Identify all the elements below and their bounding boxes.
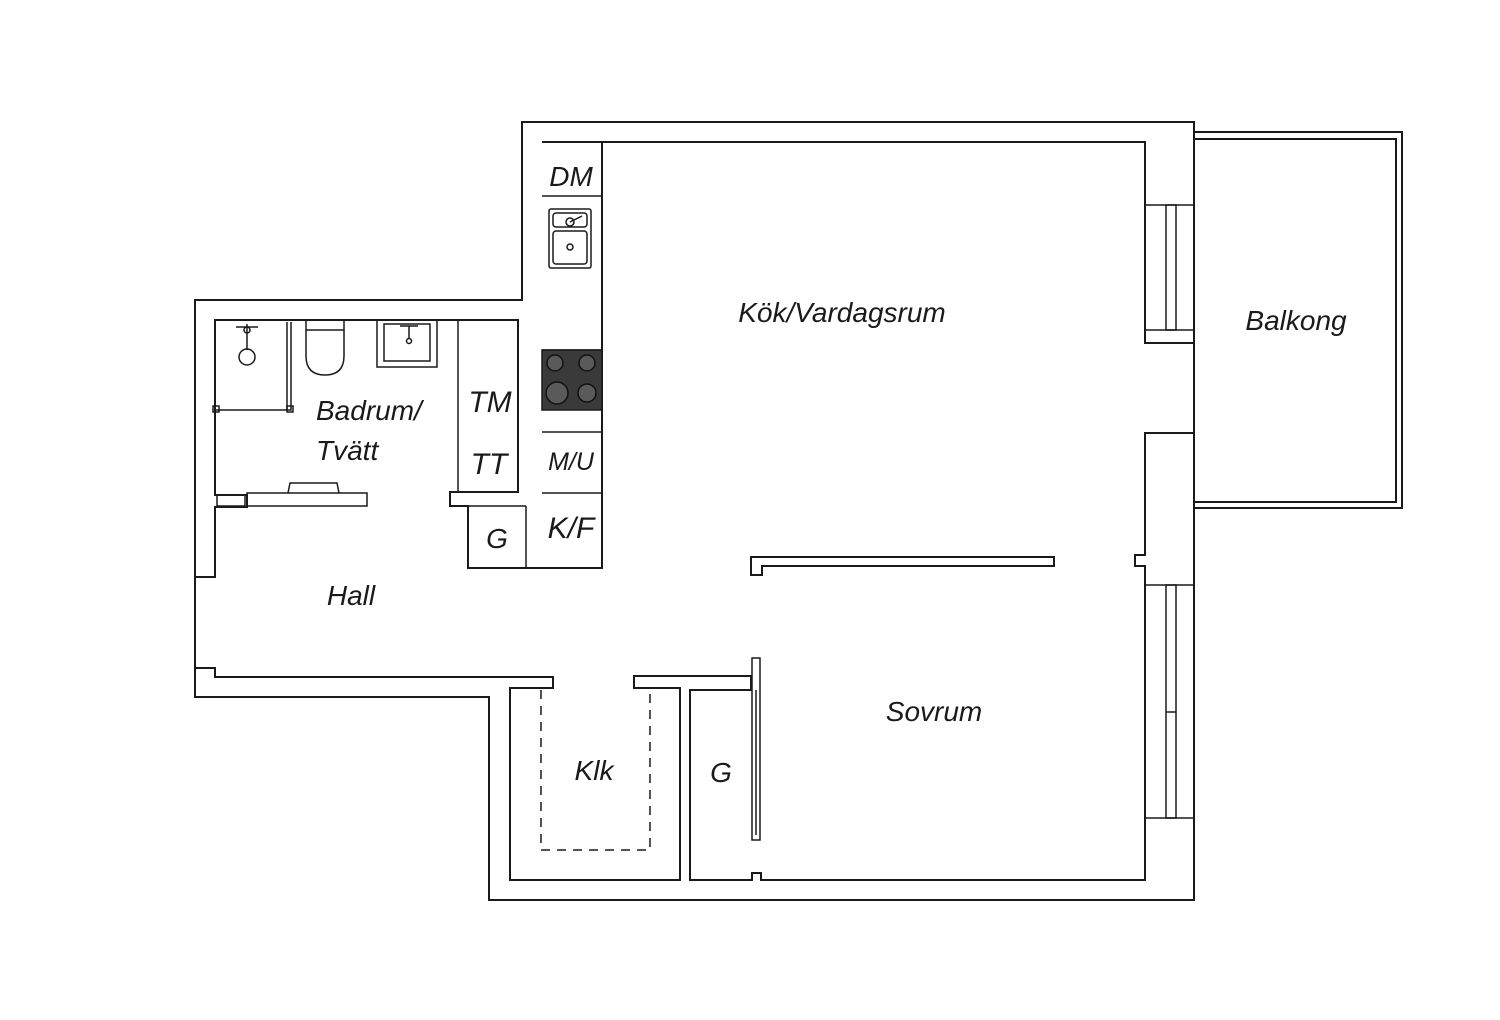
kitchen-sink-icon xyxy=(548,208,592,269)
bedroom-wardrobe-door xyxy=(751,657,761,841)
closet-shelving xyxy=(540,690,651,851)
label-microwave-oven: M/U xyxy=(548,448,595,476)
balcony xyxy=(1194,131,1403,509)
label-kitchen-living: Kök/Vardagsrum xyxy=(738,297,946,328)
label-wardrobe-hall: G xyxy=(486,523,508,554)
label-wardrobe-bedroom: G xyxy=(710,757,732,788)
interior-partition xyxy=(750,556,1055,576)
window-kitchen xyxy=(1165,204,1177,331)
label-closet: Klk xyxy=(575,755,616,786)
label-washing-machine: TM xyxy=(468,386,511,419)
label-tumble-dryer: TT xyxy=(471,448,510,481)
exterior-walls xyxy=(194,121,1195,901)
label-bathroom-line2: Tvätt xyxy=(316,435,379,466)
bathroom-shelf xyxy=(216,482,368,507)
label-bedroom: Sovrum xyxy=(886,696,982,727)
label-bathroom-line1: Badrum/ xyxy=(316,395,425,426)
label-fridge-freezer: K/F xyxy=(548,512,596,545)
hall-wardrobe xyxy=(468,505,527,568)
label-hall: Hall xyxy=(327,580,376,611)
label-balcony: Balkong xyxy=(1245,305,1347,336)
stove-icon xyxy=(541,349,603,411)
toilet-icon xyxy=(305,319,345,376)
room-labels: Kök/Vardagsrum Balkong Badrum/ Tvätt Hal… xyxy=(316,161,1347,788)
shower-icon xyxy=(212,322,294,413)
label-dishwasher: DM xyxy=(549,161,593,192)
bathroom-sink-icon xyxy=(376,319,438,368)
window-bedroom xyxy=(1145,584,1194,819)
